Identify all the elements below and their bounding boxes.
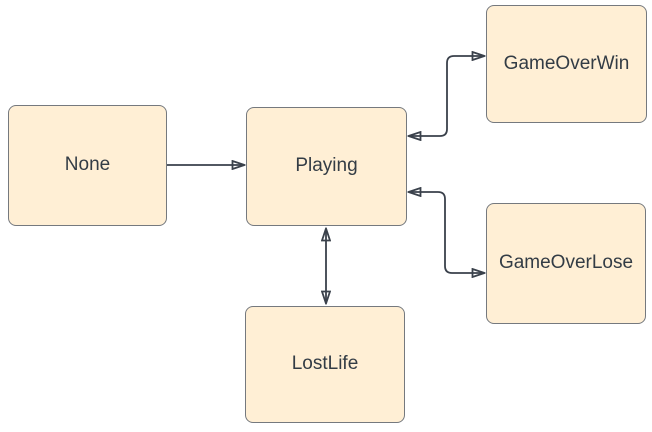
state-label-lost-life: LostLife [291,353,359,375]
state-node-playing: Playing [246,107,407,226]
state-node-game-over-lose: GameOverLose [486,203,646,324]
state-node-game-over-win: GameOverWin [486,5,647,123]
edge-playing-game-over-lose [409,192,484,273]
state-label-none: None [64,154,111,176]
state-label-game-over-lose: GameOverLose [498,252,634,274]
edge-playing-game-over-win [409,56,484,136]
state-node-none: None [8,105,167,226]
state-node-lost-life: LostLife [245,306,405,423]
state-label-playing: Playing [295,155,358,177]
state-label-game-over-win: GameOverWin [503,52,630,74]
